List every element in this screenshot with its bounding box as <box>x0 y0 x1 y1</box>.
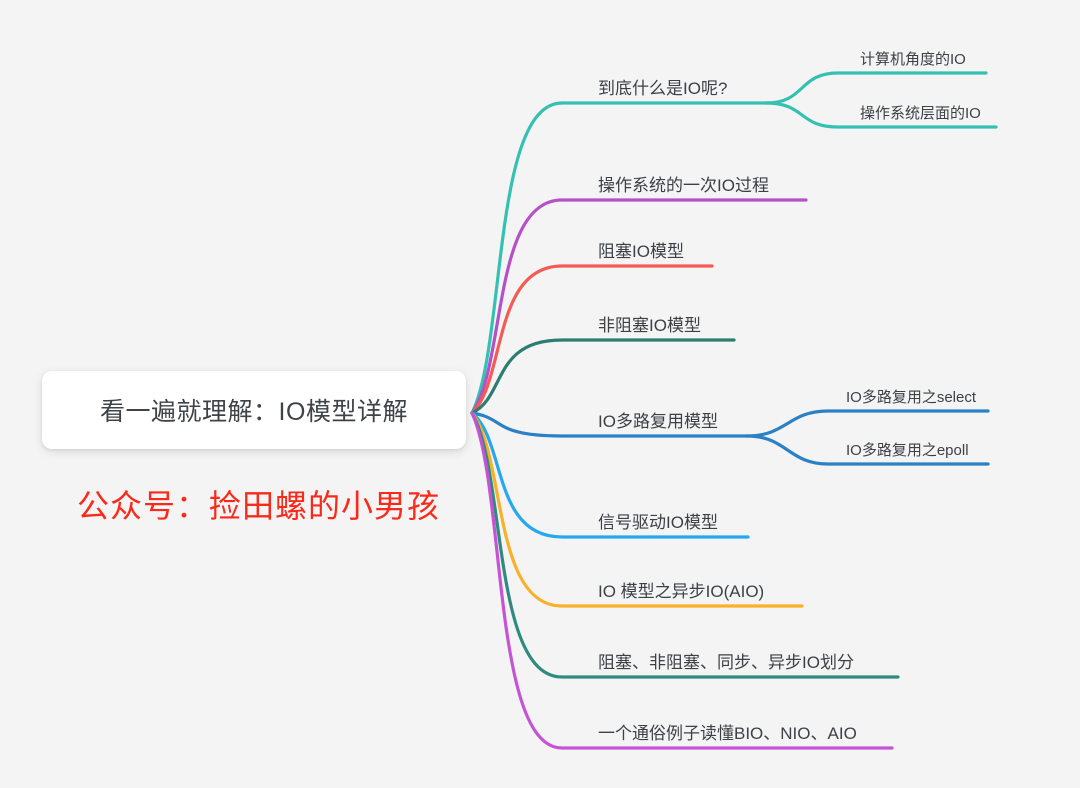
branch-label[interactable]: IO 模型之异步IO(AIO) <box>598 582 765 601</box>
branch-line <box>470 338 736 415</box>
child-label[interactable]: IO多路复用之epoll <box>846 442 969 459</box>
branch-label[interactable]: 非阻塞IO模型 <box>598 316 701 335</box>
root-node[interactable]: 看一遍就理解：IO模型详解 <box>42 371 466 449</box>
branch-label[interactable]: 到底什么是IO呢? <box>598 79 728 98</box>
branch-label[interactable]: 阻塞、非阻塞、同步、异步IO划分 <box>598 653 854 672</box>
branch-line <box>470 411 894 750</box>
branch-line <box>470 411 900 679</box>
branch-line <box>470 411 804 608</box>
branch-label[interactable]: 阻塞IO模型 <box>598 242 684 261</box>
branch-line <box>470 264 714 415</box>
branch-label[interactable]: IO多路复用模型 <box>598 412 718 431</box>
branch-line <box>764 71 988 105</box>
branch-label[interactable]: 一个通俗例子读懂BIO、NIO、AIO <box>598 724 857 743</box>
root-title: 看一遍就理解：IO模型详解 <box>100 398 408 426</box>
branch-line <box>745 409 990 438</box>
branch-label[interactable]: 信号驱动IO模型 <box>598 513 718 532</box>
branch-label[interactable]: 操作系统的一次IO过程 <box>598 176 769 195</box>
child-label[interactable]: 操作系统层面的IO <box>860 105 981 122</box>
subtitle-text: 公众号：捡田螺的小男孩 <box>77 488 441 524</box>
child-label[interactable]: 计算机角度的IO <box>860 51 966 68</box>
child-label[interactable]: IO多路复用之select <box>846 389 977 406</box>
branch-line <box>470 198 808 415</box>
